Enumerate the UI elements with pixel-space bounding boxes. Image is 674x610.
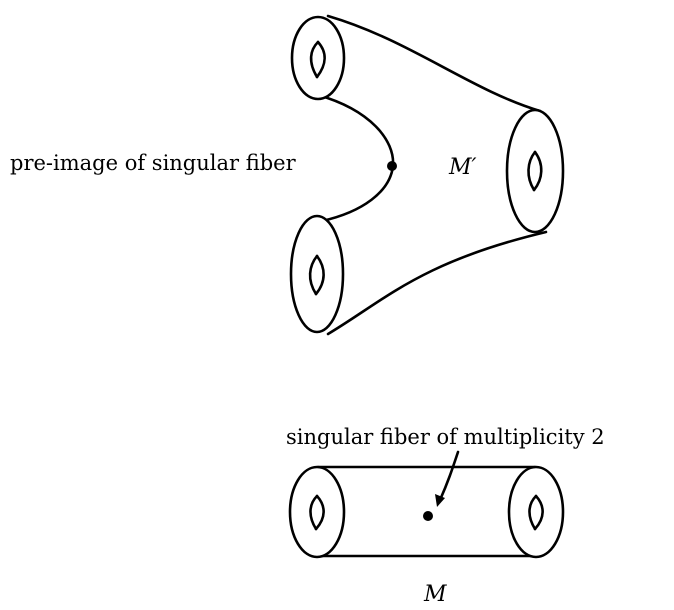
upper-right-end (505, 108, 565, 234)
preimage-label: pre-image of singular fiber (10, 151, 297, 175)
singular-fiber-point (423, 511, 433, 521)
singular-fiber-label: singular fiber of multiplicity 2 (286, 425, 605, 449)
upper-cusp-edge (316, 93, 395, 223)
m-label: M (423, 582, 447, 607)
upper-surface (289, 14, 565, 336)
m-prime-label: M′ (448, 155, 477, 180)
upper-left-bottom-end (289, 214, 345, 334)
upper-left-top-end (290, 15, 346, 101)
lower-left-end (288, 465, 346, 559)
upper-bottom-edge (326, 230, 548, 336)
lower-right-end (507, 465, 565, 559)
lower-surface (288, 465, 565, 559)
preimage-point (387, 161, 397, 171)
singular-fiber-arrow (435, 450, 460, 507)
upper-top-edge (326, 14, 542, 113)
